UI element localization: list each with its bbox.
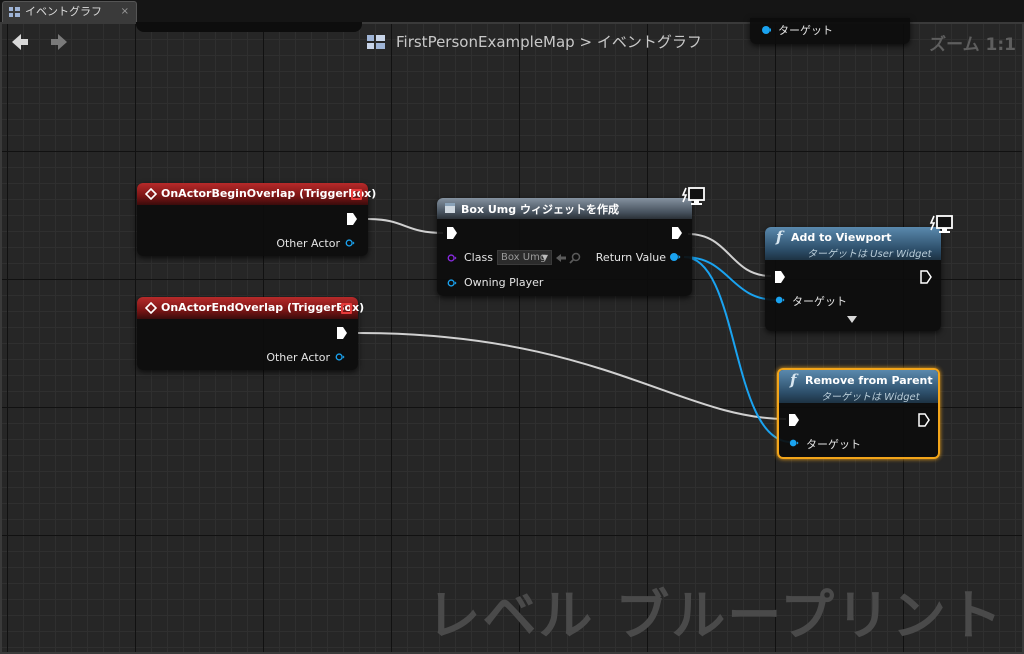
wire-layer	[357, 218, 792, 443]
offscreen-node-edge	[136, 22, 362, 32]
breadcrumb-separator: >	[579, 33, 593, 51]
exec-out-pin-icon[interactable]	[336, 326, 348, 340]
owning-player-pin-icon[interactable]	[447, 278, 457, 288]
other-actor-label: Other Actor	[266, 351, 330, 364]
tab-event-graph[interactable]: イベントグラフ ×	[2, 1, 137, 22]
breadcrumb-graph[interactable]: イベントグラフ	[596, 33, 702, 51]
tab-bar: イベントグラフ ×	[0, 0, 1024, 22]
target-pin-icon[interactable]	[789, 438, 799, 448]
delegate-pin-icon[interactable]	[351, 189, 362, 200]
node-header: f Add to Viewport ターゲットは User Widget	[765, 227, 941, 260]
node-subtitle: ターゲットは Widget	[821, 392, 920, 403]
forward-arrow-icon[interactable]	[49, 32, 69, 52]
expand-arrow-icon[interactable]	[847, 316, 857, 324]
node-title: OnActorBeginOverlap (TriggerBox)	[161, 187, 377, 200]
graph-icon	[367, 35, 385, 49]
class-dropdown[interactable]: Box Umg▼	[497, 250, 552, 265]
node-title: Box Umg ウィジェットを作成	[461, 203, 619, 216]
offscreen-node[interactable]: ターゲット	[750, 18, 910, 44]
return-value-pin-icon[interactable]	[669, 252, 681, 262]
target-pin-label: ターゲット	[778, 24, 833, 37]
close-icon[interactable]: ×	[120, 6, 129, 17]
widget-icon	[445, 203, 455, 213]
object-wire-return-to-remove	[683, 256, 792, 443]
exec-in-pin-icon[interactable]	[446, 226, 458, 240]
class-dropdown-value: Box Umg	[501, 252, 547, 263]
tab-label: イベントグラフ	[25, 5, 102, 18]
node-header: f Remove from Parent ターゲットは Widget	[779, 370, 938, 403]
node-create-widget[interactable]: Box Umg ウィジェットを作成 Class Box Umg▼ Return …	[437, 198, 692, 296]
node-subtitle: ターゲットは User Widget	[807, 249, 932, 260]
exec-wire-create-to-viewport	[687, 233, 772, 277]
exec-wire-begin-to-create	[367, 218, 444, 234]
node-title: OnActorEndOverlap (TriggerBox)	[161, 301, 365, 314]
owning-player-label: Owning Player	[464, 276, 544, 289]
event-icon	[145, 302, 157, 314]
target-pin-icon[interactable]	[775, 295, 785, 305]
level-blueprint-watermark: レベル ブループリント	[426, 584, 1004, 647]
node-title: Remove from Parent	[805, 374, 933, 387]
chevron-down-icon: ▼	[541, 253, 548, 262]
browse-search-icon[interactable]	[569, 252, 581, 264]
exec-in-pin-icon[interactable]	[774, 270, 786, 284]
return-value-label: Return Value	[595, 251, 666, 264]
node-header: OnActorEndOverlap (TriggerBox)	[137, 297, 364, 319]
node-remove-from-parent[interactable]: f Remove from Parent ターゲットは Widget ターゲット	[777, 368, 940, 459]
breadcrumb-map[interactable]: FirstPersonExampleMap	[396, 33, 575, 51]
function-icon: f	[790, 371, 797, 389]
node-on-actor-end-overlap[interactable]: OnActorEndOverlap (TriggerBox) Other Act…	[137, 297, 364, 370]
node-on-actor-begin-overlap[interactable]: OnActorBeginOverlap (TriggerBox) Other A…	[137, 183, 376, 256]
zoom-level: ズーム 1:1	[929, 35, 1016, 55]
target-pin-icon[interactable]	[761, 25, 771, 35]
network-monitor-icon	[681, 187, 705, 205]
exec-in-pin-icon[interactable]	[788, 413, 800, 427]
exec-wire-end-to-remove	[357, 332, 787, 420]
exec-out-pin-icon[interactable]	[671, 226, 683, 240]
exec-out-pin-icon[interactable]	[918, 413, 930, 427]
target-pin-label: ターゲット	[806, 438, 861, 451]
node-header: OnActorBeginOverlap (TriggerBox)	[137, 183, 376, 205]
node-add-to-viewport[interactable]: f Add to Viewport ターゲットは User Widget ターゲ…	[765, 227, 941, 331]
other-actor-label: Other Actor	[276, 237, 340, 250]
use-selected-arrow-icon[interactable]	[555, 252, 567, 264]
breadcrumb: FirstPersonExampleMap > イベントグラフ	[366, 32, 702, 52]
class-label: Class	[464, 251, 493, 264]
exec-out-pin-icon[interactable]	[346, 212, 358, 226]
delegate-pin-icon[interactable]	[341, 303, 352, 314]
other-actor-pin-icon[interactable]	[345, 238, 355, 248]
node-title: Add to Viewport	[791, 231, 892, 244]
other-actor-pin-icon[interactable]	[335, 352, 345, 362]
graph-icon	[9, 7, 20, 17]
back-arrow-icon[interactable]	[10, 32, 30, 52]
event-icon	[145, 188, 157, 200]
node-header: Box Umg ウィジェットを作成	[437, 198, 692, 219]
function-icon: f	[776, 228, 783, 246]
exec-out-pin-icon[interactable]	[920, 270, 932, 284]
class-pin-icon[interactable]	[447, 253, 457, 263]
object-wire-return-to-viewport	[683, 256, 778, 301]
network-monitor-icon	[929, 215, 953, 233]
target-pin-label: ターゲット	[792, 295, 847, 308]
